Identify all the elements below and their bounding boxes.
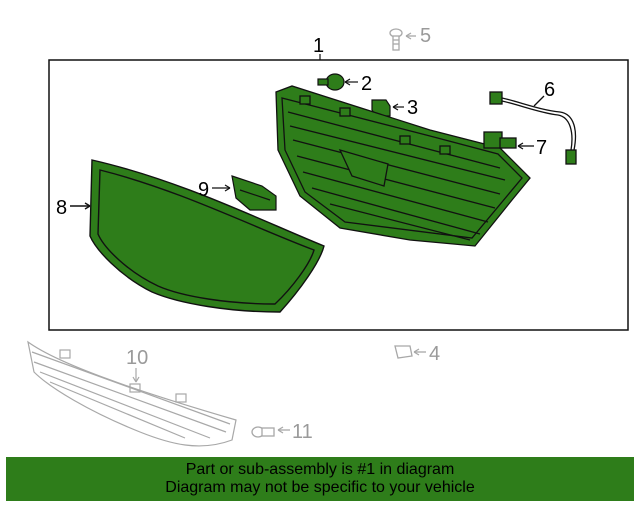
callout-5: 5: [420, 25, 431, 47]
callout-3: 3: [407, 97, 418, 119]
part-1-grille-assembly: [275, 85, 531, 247]
banner-line-1: Part or sub-assembly is #1 in diagram: [185, 461, 455, 478]
assembly-box: [48, 59, 629, 331]
callout-8: 8: [56, 197, 67, 219]
banner-line-2: Diagram may not be specific to your vehi…: [165, 479, 475, 496]
part-5-screw: [389, 28, 416, 51]
part-9-bracket: [212, 175, 277, 211]
part-10-lower-grille: [27, 340, 237, 447]
part-4-clip: [394, 345, 426, 359]
info-banner: Part or sub-assembly is #1 in diagram Di…: [6, 457, 634, 501]
part-8-grille-insert: [70, 159, 325, 313]
callout-4: 4: [429, 343, 440, 365]
callout-6: 6: [544, 79, 555, 101]
callout-10: 10: [126, 347, 148, 369]
callout-7: 7: [536, 137, 547, 159]
part-2-clip: [317, 73, 358, 91]
part-7-sensor: [483, 131, 534, 150]
callout-11: 11: [292, 421, 313, 443]
part-3-nut: [371, 99, 404, 117]
callout-1: 1: [313, 35, 324, 57]
part-11-screw: [251, 426, 290, 438]
callout-2: 2: [361, 73, 372, 95]
part-6-wire-harness: [489, 91, 577, 165]
callout-9: 9: [198, 179, 209, 201]
